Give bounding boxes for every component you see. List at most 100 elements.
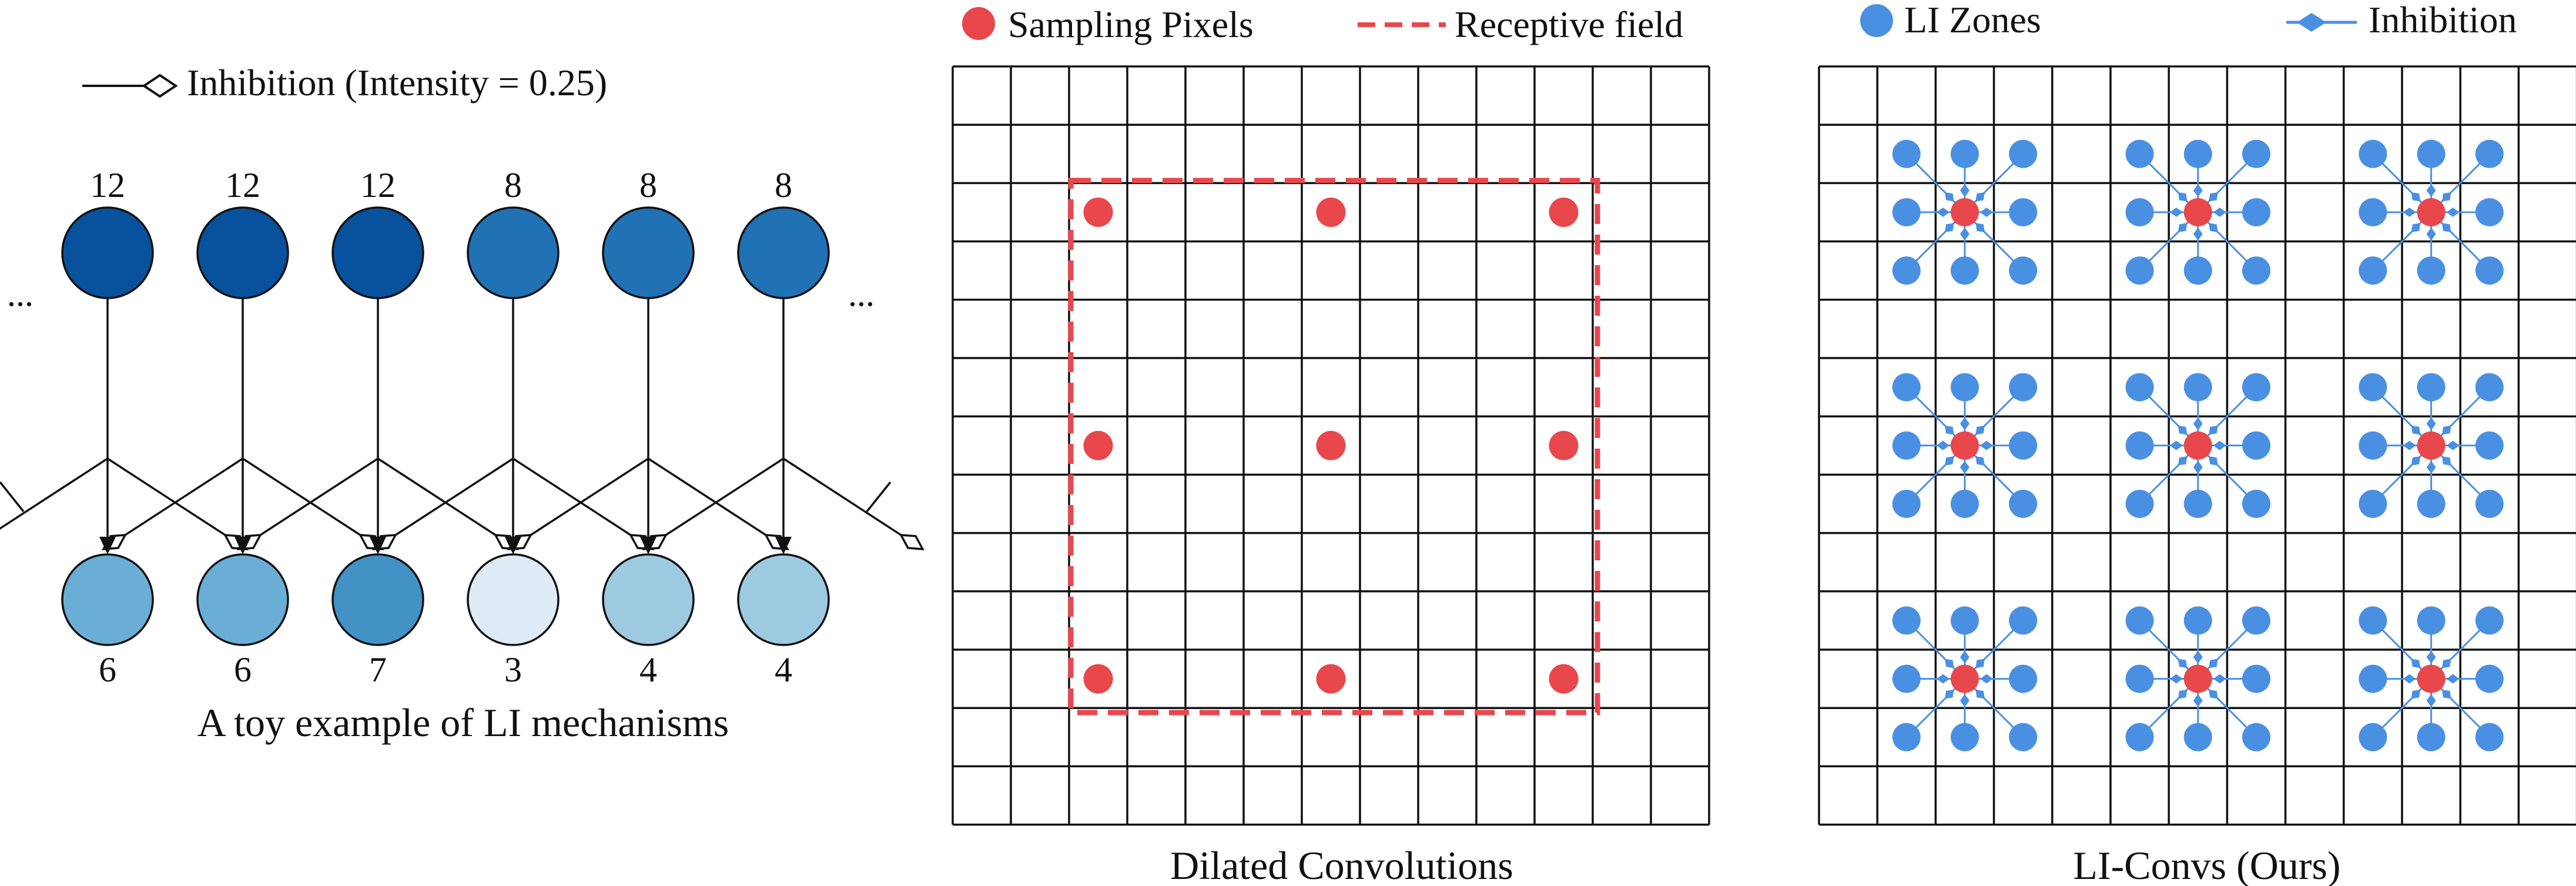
li-zone-dot — [2359, 373, 2387, 402]
sampling-pixel — [1549, 430, 1579, 460]
inhibition-line — [665, 457, 784, 536]
li-zone-dot — [2125, 606, 2154, 635]
sampling-pixel — [1083, 664, 1113, 694]
li-zone-dot — [2359, 431, 2387, 460]
li-zone-dot — [2183, 139, 2212, 168]
inhibition-arrow-icon — [2209, 192, 2218, 202]
top-neuron — [737, 206, 830, 299]
inhibition-line — [107, 457, 226, 536]
inhibition-arrow-icon — [1960, 460, 1969, 474]
arrow-head-icon — [370, 537, 386, 554]
li-zone-dot — [1892, 606, 1921, 635]
li-zone-dot — [2183, 723, 2212, 751]
sampling-pixel — [1316, 664, 1346, 694]
li-zone-dot — [2417, 139, 2446, 168]
li-zone-dot — [2359, 723, 2387, 751]
li-zone-dot — [2125, 198, 2154, 226]
inhibition-arrow-icon — [1980, 440, 1993, 450]
inhibition-arrow-icon — [1945, 689, 1954, 699]
sampling-pixel — [1083, 430, 1113, 460]
inhibition-arrow-icon — [2178, 192, 2188, 202]
sampling-pixel — [1083, 198, 1113, 227]
inhibition-arrow-icon — [2411, 689, 2421, 699]
zones-legend-label: LI Zones — [1904, 0, 2041, 41]
li-zone-dot — [2009, 198, 2038, 226]
li-zone-dot — [2475, 723, 2504, 751]
inhibition-arrow-icon — [2178, 658, 2188, 668]
li-zone-dot — [2009, 606, 2038, 635]
sampling-pixel — [1951, 198, 1979, 226]
top-neuron — [61, 206, 154, 299]
inhibition-arrow-icon — [2178, 456, 2188, 466]
li-zone-dot — [2125, 139, 2154, 168]
li-zone-dot — [1892, 198, 1921, 226]
bottom-neuron-value: 3 — [504, 650, 522, 689]
li-zone-dot — [2009, 723, 2038, 751]
inhibition-diamond-icon — [899, 534, 924, 550]
top-neuron-value: 12 — [360, 166, 396, 205]
li-zone-dot — [2475, 256, 2504, 285]
li-zone-dot — [2475, 664, 2504, 693]
inhibition-arrow-icon — [1980, 208, 1993, 217]
inhibition-arrow-legend-label: Inhibition — [2369, 0, 2517, 41]
bottom-neuron-value: 7 — [369, 650, 387, 689]
bottom-neuron-value: 6 — [99, 650, 116, 689]
sampling-pixel — [1549, 664, 1579, 694]
inhibition-arrow-icon — [1975, 456, 1985, 466]
receptive-field-box — [1068, 178, 1600, 716]
sampling-pixel — [2183, 664, 2212, 693]
li-zone-dot — [1951, 606, 1979, 635]
bottom-neuron — [331, 553, 424, 646]
li-zone-dot — [2183, 606, 2212, 635]
inhibition-legend: Inhibition (Intensity = 0.25) — [82, 62, 607, 103]
inhibition-line — [648, 457, 766, 536]
li-zone-dot — [1951, 256, 1979, 285]
inhibition-arrow-icon — [1975, 689, 1985, 699]
li-conv-grid — [1818, 65, 2576, 826]
ellipsis-right: ... — [848, 275, 875, 313]
sampling-legend-label: Sampling Pixels — [1008, 4, 1254, 45]
left-caption: A toy example of LI mechanisms — [197, 700, 729, 745]
li-zone-dot — [1951, 490, 1979, 518]
inhibition-arrow-icon — [1937, 674, 1949, 684]
inhibition-arrow-icon — [1937, 440, 1949, 450]
top-neuron — [467, 206, 560, 299]
li-zone-dot — [1951, 373, 1979, 402]
sampling-pixel — [2417, 431, 2446, 460]
inhibition-arrow-icon — [2441, 689, 2451, 699]
bottom-neuron — [737, 553, 830, 646]
li-zone-dot — [2359, 606, 2387, 635]
inhibition-line — [125, 457, 243, 536]
arrow-head-icon — [235, 537, 251, 554]
top-neuron-value: 8 — [639, 166, 657, 205]
li-zone-dot — [2417, 723, 2446, 751]
right-caption: LI-Convs (Ours) — [2073, 843, 2340, 886]
inhibition-arrow-icon — [2411, 658, 2421, 668]
top-neuron — [602, 206, 695, 299]
inhibition-arrow-icon — [2193, 694, 2203, 707]
inhibition-arrow-icon — [2209, 223, 2218, 232]
li-zone-dot — [1892, 139, 1921, 168]
diamond-icon — [142, 73, 178, 98]
dilated-conv-grid — [952, 65, 1710, 826]
li-zone-dot — [2125, 256, 2154, 285]
top-neuron — [331, 206, 424, 299]
li-zone-dot — [2125, 373, 2154, 402]
inhibition-arrow-icon — [2426, 694, 2436, 707]
inhibition-arrow-icon — [2426, 184, 2436, 197]
inhibition-arrow-icon — [2446, 674, 2460, 684]
sampling-pixel — [1951, 431, 1979, 460]
inhibition-arrow-icon — [2403, 674, 2416, 684]
li-zone-dot — [2009, 664, 2038, 693]
receptive-legend-label: Receptive field — [1455, 4, 1683, 45]
inhibition-arrow-icon — [2411, 192, 2421, 202]
li-zone-legend-icon — [1860, 4, 1893, 37]
li-zone-dot — [2009, 373, 2038, 402]
li-zone-dot — [2009, 256, 2038, 285]
sampling-pixel — [1549, 198, 1579, 227]
inhibition-arrow-icon — [2193, 228, 2203, 240]
inhibition-arrow-icon — [2411, 425, 2421, 435]
sampling-pixel — [1951, 664, 1979, 693]
inhibition-arrow-icon — [2446, 208, 2460, 217]
